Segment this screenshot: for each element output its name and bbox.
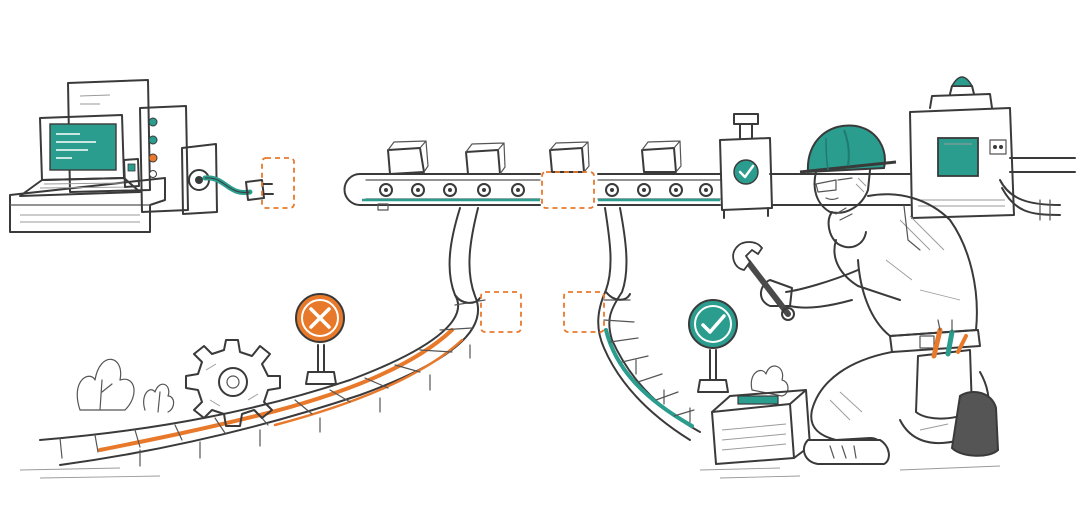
- ground-shading: [19, 465, 1001, 479]
- gap-marker-rail-left: [480, 291, 522, 333]
- conveyor-belt-left: [343, 140, 541, 211]
- gap-marker-conveyor: [541, 171, 595, 209]
- hard-hat-icon: [799, 124, 897, 174]
- inspection-station: [719, 113, 773, 219]
- check-mark-icon: [733, 159, 759, 185]
- gap-marker-plug: [261, 157, 295, 209]
- warning-beacon: [950, 76, 974, 87]
- engineer-worker: [732, 124, 1000, 465]
- pass-signpost: [688, 299, 738, 393]
- gap-marker-rail-right: [563, 291, 605, 333]
- status-lights: [148, 117, 158, 178]
- wrench-icon: [732, 241, 795, 321]
- fail-signpost: [295, 293, 345, 385]
- conveyor-rollers-right: [605, 183, 713, 197]
- power-plug-icon: [202, 175, 274, 201]
- rail-posts-left: [139, 344, 471, 467]
- shrub-sketch: [76, 358, 175, 413]
- package-box: [387, 140, 429, 175]
- package-box-floating: [549, 141, 590, 173]
- conveyor-belt-right: [597, 113, 911, 219]
- toolbox: [711, 389, 811, 465]
- check-mark-icon: [688, 299, 738, 349]
- rail-sleepers-right: [603, 299, 695, 417]
- industrial-machine: [909, 76, 1076, 221]
- computer-workstation: [9, 79, 295, 233]
- package-box: [465, 142, 506, 175]
- rail-track-right: [597, 207, 701, 441]
- conveyor-rollers-left: [379, 183, 525, 197]
- gear-icon: [185, 339, 281, 427]
- shrub-sketch: [750, 365, 789, 397]
- package-box: [641, 140, 682, 173]
- rail-track-left: [39, 207, 486, 467]
